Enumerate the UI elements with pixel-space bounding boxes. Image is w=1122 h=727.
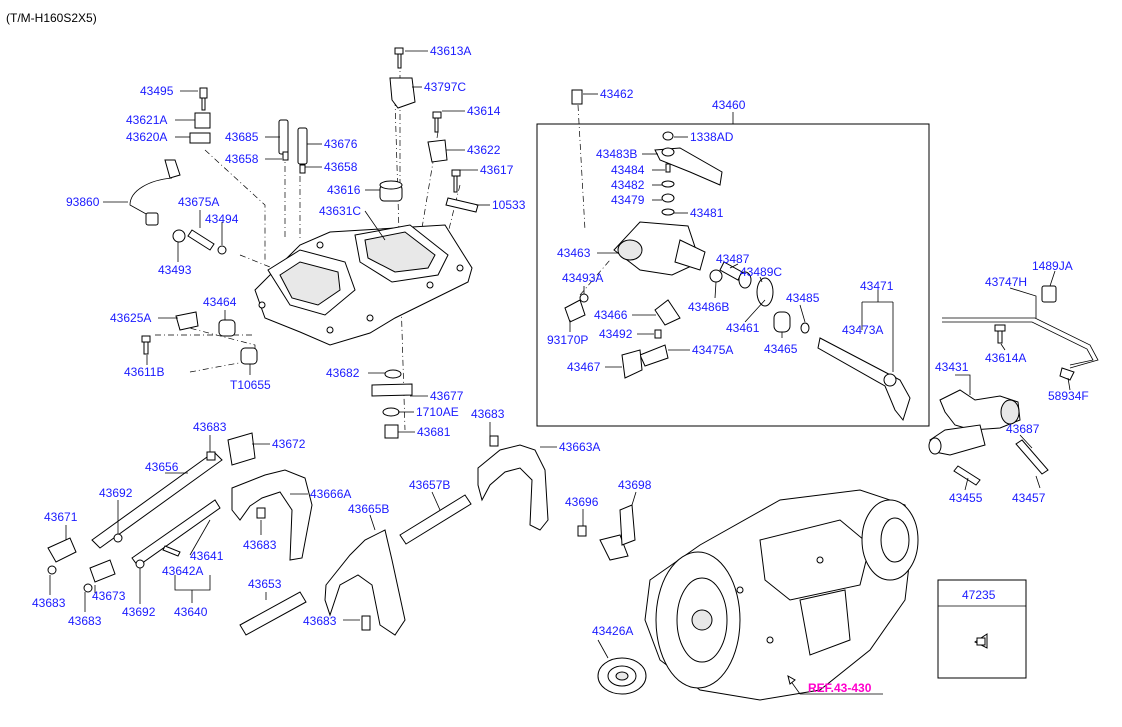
- label-43455: 43455: [949, 491, 983, 505]
- label-43682: 43682: [326, 366, 360, 380]
- shift-rails-forks: [47, 432, 636, 636]
- label-43677: 43677: [430, 389, 464, 403]
- label-43672: 43672: [272, 437, 306, 451]
- label-93170p: 93170P: [547, 333, 588, 347]
- label-10533: 10533: [492, 198, 526, 212]
- label-43692-b: 43692: [122, 605, 156, 619]
- label-43640: 43640: [174, 605, 208, 619]
- label-43426a: 43426A: [592, 624, 633, 638]
- label-43483b: 43483B: [596, 147, 637, 161]
- label-43493a: 43493A: [562, 271, 603, 285]
- label-43657b: 43657B: [409, 478, 450, 492]
- label-43683-c: 43683: [243, 538, 277, 552]
- label-43461: 43461: [726, 321, 760, 335]
- label-43489c: 43489C: [740, 265, 782, 279]
- small-parts-left: [129, 47, 479, 439]
- label-43611b: 43611B: [124, 365, 164, 379]
- label-43696: 43696: [565, 495, 599, 509]
- label-43656: 43656: [145, 460, 179, 474]
- label-43698: 43698: [618, 478, 652, 492]
- label-58934f: 58934F: [1048, 389, 1089, 403]
- label-43747h: 43747H: [985, 275, 1027, 289]
- right-side-parts: [928, 285, 1099, 486]
- model-code: (T/M-H160S2X5): [6, 11, 97, 25]
- label-43675a: 43675A: [178, 195, 219, 209]
- label-43676: 43676: [324, 137, 358, 151]
- label-43658-b: 43658: [324, 160, 358, 174]
- label-43642a: 43642A: [162, 564, 203, 578]
- label-43663a: 43663A: [559, 440, 600, 454]
- label-43614a: 43614A: [985, 351, 1026, 365]
- label-43620a: 43620A: [126, 130, 167, 144]
- label-43631c: 43631C: [319, 204, 361, 218]
- label-43465: 43465: [764, 342, 798, 356]
- label-43493: 43493: [158, 263, 192, 277]
- label-43683-b: 43683: [471, 407, 505, 421]
- label-43671: 43671: [44, 510, 78, 524]
- label-43621a: 43621A: [126, 113, 167, 127]
- cover-plate-43631c: [254, 180, 473, 346]
- part-labels: 43613A 43797C 43495 43614 43621A 43620A …: [32, 44, 1089, 695]
- label-43673: 43673: [92, 589, 126, 603]
- label-43614: 43614: [467, 104, 501, 118]
- label-43797c: 43797C: [424, 80, 466, 94]
- label-43475a: 43475A: [692, 343, 733, 357]
- label-43484: 43484: [611, 163, 645, 177]
- label-43681: 43681: [417, 425, 451, 439]
- label-t10655: T10655: [230, 378, 271, 392]
- label-43431: 43431: [935, 360, 969, 374]
- label-43479: 43479: [611, 193, 645, 207]
- label-43658-a: 43658: [225, 152, 259, 166]
- label-43683-e: 43683: [68, 614, 102, 628]
- label-43471: 43471: [860, 279, 894, 293]
- label-43494: 43494: [205, 212, 239, 226]
- label-43485: 43485: [786, 291, 820, 305]
- label-43683-a: 43683: [193, 420, 227, 434]
- label-43625a: 43625A: [110, 311, 151, 325]
- label-43685: 43685: [225, 130, 259, 144]
- legend-47235: [937, 579, 1027, 679]
- reference-link[interactable]: REF.43-430: [808, 681, 872, 695]
- transmission-housing: [597, 489, 919, 701]
- label-93860: 93860: [66, 195, 100, 209]
- label-43486b: 43486B: [688, 300, 729, 314]
- legend-code: 47235: [962, 588, 996, 602]
- label-43692-a: 43692: [99, 486, 133, 500]
- label-43481: 43481: [690, 206, 724, 220]
- label-43653: 43653: [248, 577, 282, 591]
- label-43473a: 43473A: [842, 323, 883, 337]
- label-43492: 43492: [599, 327, 633, 341]
- shift-tower-parts: [564, 89, 911, 422]
- label-43617: 43617: [480, 163, 514, 177]
- label-1710ae: 1710AE: [416, 405, 459, 419]
- label-43622: 43622: [467, 143, 501, 157]
- label-43466: 43466: [594, 308, 628, 322]
- label-43665b: 43665B: [348, 502, 389, 516]
- label-43616: 43616: [327, 183, 361, 197]
- label-43683-d: 43683: [32, 596, 66, 610]
- label-1489ja: 1489JA: [1032, 259, 1073, 273]
- label-43687: 43687: [1006, 422, 1040, 436]
- label-43487: 43487: [716, 252, 750, 266]
- label-43467: 43467: [567, 360, 601, 374]
- label-43462: 43462: [600, 87, 634, 101]
- label-43641: 43641: [190, 549, 224, 563]
- label-43613a: 43613A: [430, 44, 471, 58]
- label-43464: 43464: [203, 295, 237, 309]
- label-43683-f: 43683: [303, 614, 337, 628]
- leader-lines: [49, 50, 1071, 659]
- label-43460: 43460: [712, 98, 746, 112]
- label-1338ad: 1338AD: [690, 130, 734, 144]
- label-43482: 43482: [611, 178, 645, 192]
- label-43495: 43495: [140, 84, 174, 98]
- label-43457: 43457: [1012, 491, 1046, 505]
- label-43666a: 43666A: [310, 487, 351, 501]
- label-43463: 43463: [557, 246, 591, 260]
